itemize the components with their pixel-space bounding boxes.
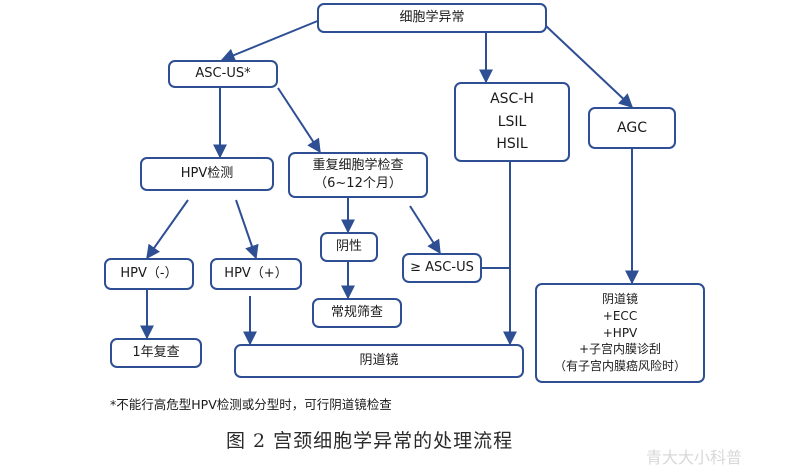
node-line: +HPV <box>602 325 638 340</box>
node-one-year-recheck: 1年复查 <box>110 338 202 368</box>
edge-hpv-test-to-hpv-pos <box>235 199 259 260</box>
node-colposcopy: 阴道镜 <box>234 344 524 378</box>
node-line: HPV（+） <box>224 266 288 282</box>
node-line: ASC-US* <box>195 66 251 82</box>
node-line: 阴道镜 <box>359 353 399 369</box>
node-line: 1年复查 <box>132 345 180 361</box>
edge-ascus-to-repeat-cytology <box>277 87 321 154</box>
node-negative: 阴性 <box>320 232 378 262</box>
node-line: AGC <box>617 119 647 136</box>
edge-repeat-cytology-to-ge-ascus <box>409 205 441 255</box>
footnote: *不能行高危型HPV检测或分型时，可行阴道镜检查 <box>110 397 392 412</box>
node-hpv-negative: HPV（-） <box>104 258 194 290</box>
node-asc-h-lsil-hsil: ASC-H LSIL HSIL <box>454 82 570 162</box>
node-agc-colposcopy: 阴道镜 +ECC +HPV +子宫内膜诊刮 （有子宫内膜癌风险时） <box>535 283 705 383</box>
node-line: 阴性 <box>335 239 362 255</box>
node-hpv-test: HPV检测 <box>140 157 274 191</box>
edge-hpv-test-to-hpv-neg <box>146 199 189 260</box>
figure-caption: 图 2 宫颈细胞学异常的处理流程 <box>226 430 514 452</box>
node-hpv-positive: HPV（+） <box>210 258 302 290</box>
node-routine-screening: 常规筛查 <box>312 298 402 328</box>
node-line: 常规筛查 <box>330 305 383 321</box>
node-line: ≥ ASC-US <box>410 260 474 276</box>
node-agc: AGC <box>588 107 676 149</box>
edge-root-to-agc <box>545 25 634 108</box>
watermark: 青大大小科普 <box>646 448 743 467</box>
node-line: HPV（-） <box>120 266 178 282</box>
edge-root-to-ascus <box>220 19 321 62</box>
node-line: +ECC <box>602 308 638 323</box>
node-line: ASC-H <box>490 91 534 108</box>
node-line: 细胞学异常 <box>399 10 465 26</box>
node-line: （有子宫内膜癌风险时） <box>553 359 686 374</box>
node-repeat-cytology: 重复细胞学检查 （6~12个月） <box>288 152 428 198</box>
node-line: HSIL <box>496 136 528 153</box>
node-cytology-abnormal: 细胞学异常 <box>317 3 547 33</box>
node-ge-asc-us: ≥ ASC-US <box>402 253 482 283</box>
node-line: HPV检测 <box>180 166 234 182</box>
node-line: 重复细胞学检查 <box>312 158 404 174</box>
node-line: （6~12个月） <box>314 176 402 191</box>
node-line: +子宫内膜诊刮 <box>578 342 662 357</box>
node-line: LSIL <box>497 113 527 130</box>
node-line: 阴道镜 <box>601 292 638 306</box>
node-asc-us: ASC-US* <box>168 60 278 88</box>
